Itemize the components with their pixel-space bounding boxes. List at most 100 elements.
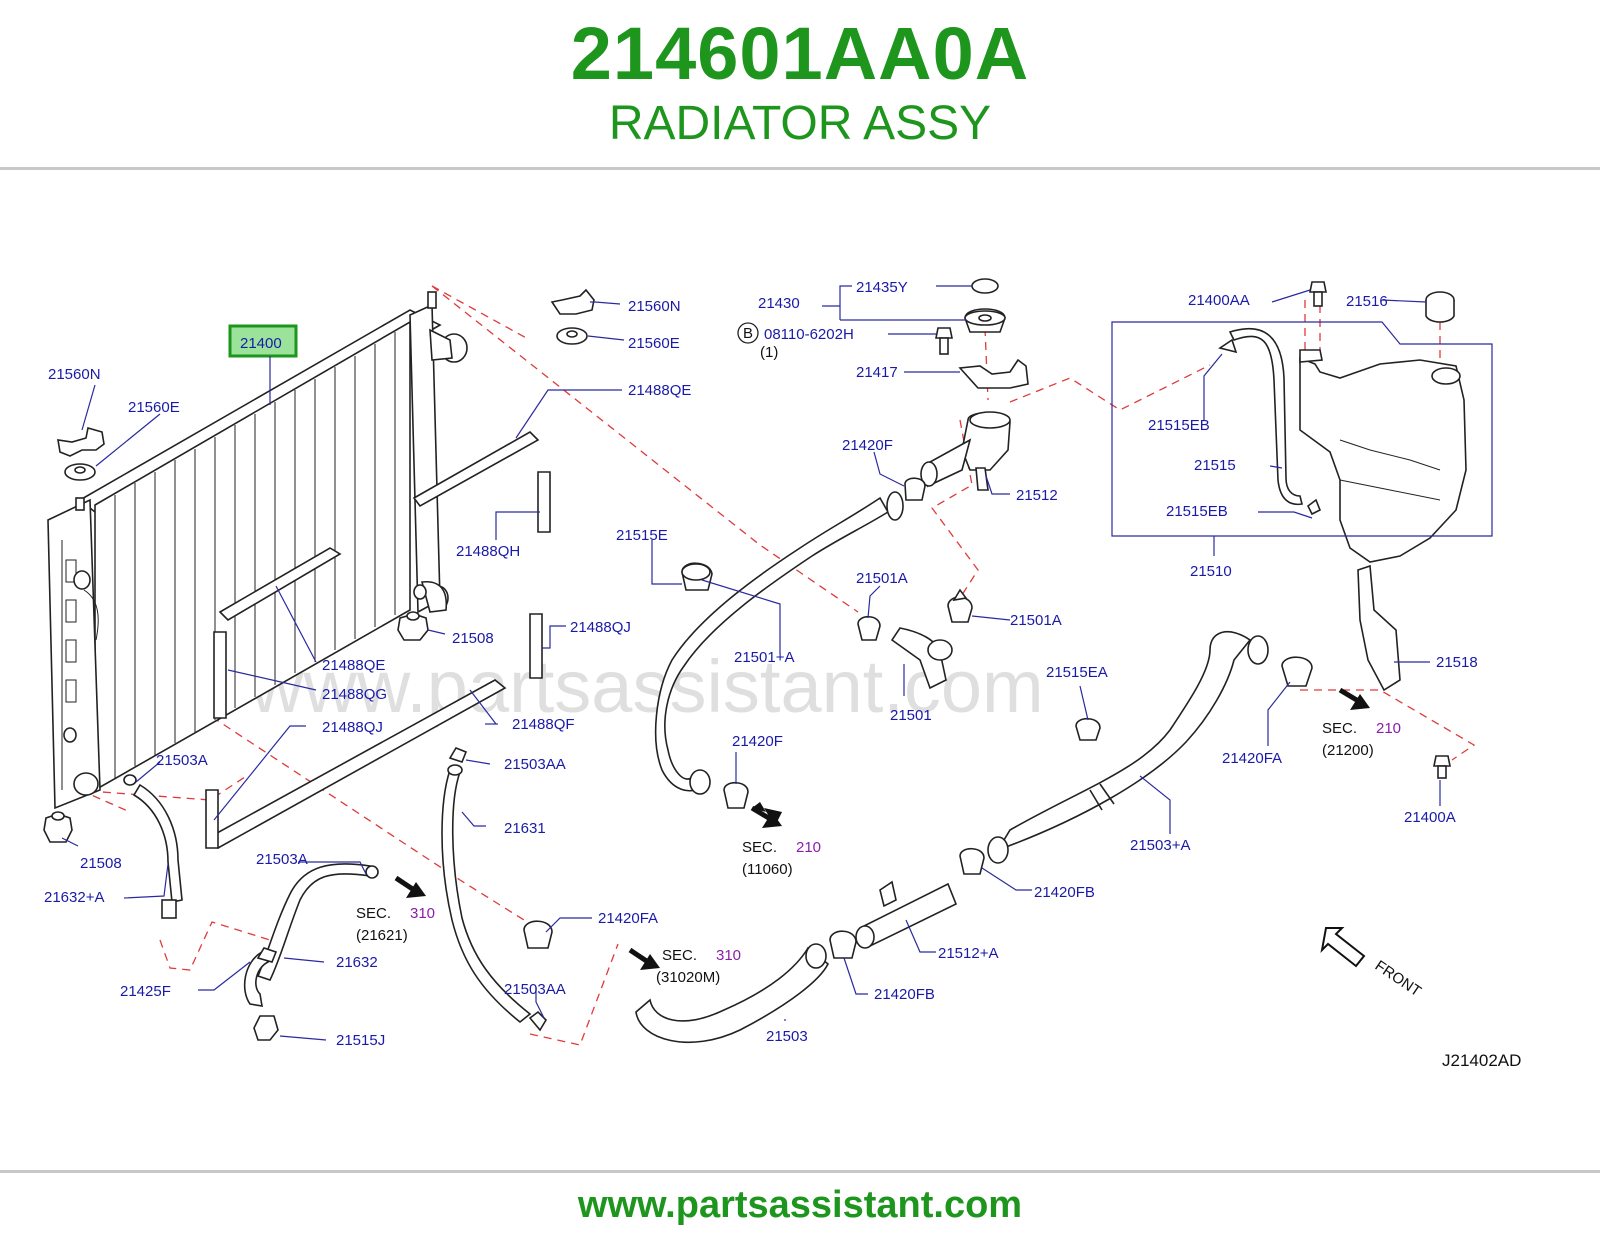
bracket-21518[interactable]	[1357, 564, 1401, 692]
hose-21632A[interactable]	[123, 774, 183, 919]
cap-21516[interactable]	[1425, 291, 1455, 323]
bracket-21560N-top[interactable]	[550, 288, 595, 315]
label-21488QE-mid[interactable]: 21488QE	[322, 657, 385, 674]
clamp-21420FB-2[interactable]	[829, 930, 857, 959]
label-21420FB-1[interactable]: 21420FB	[1034, 884, 1095, 901]
label-21488QH[interactable]: 21488QH	[456, 543, 520, 560]
section-ref-code: (21200)	[1322, 742, 1374, 759]
hose-21501A[interactable]	[654, 491, 904, 795]
label-21420FA-right[interactable]: 21420FA	[1222, 750, 1282, 767]
label-21516[interactable]: 21516	[1346, 293, 1388, 310]
label-21512A[interactable]: 21512+A	[938, 945, 998, 962]
label-21400A[interactable]: 21400A	[1404, 809, 1456, 826]
label-21420F-low[interactable]: 21420F	[732, 733, 783, 750]
label-21503A-big[interactable]: 21503+A	[1130, 837, 1190, 854]
part-labels: 21560N 21560E 21560N 21560E 21488QE 2148…	[44, 279, 1478, 1049]
label-21515J[interactable]: 21515J	[336, 1032, 385, 1049]
mount-21508-right[interactable]	[397, 611, 429, 641]
label-21632A[interactable]: 21632+A	[44, 889, 104, 906]
clip-21515EA[interactable]	[1075, 717, 1101, 741]
seal-strips[interactable]	[205, 431, 551, 849]
section-ref-21200[interactable]: SEC. 210 (21200)	[1322, 720, 1401, 759]
bolt-21400AA[interactable]	[1309, 281, 1327, 307]
bolt-08110-6202H[interactable]	[935, 327, 953, 355]
label-21560E-top[interactable]: 21560E	[628, 335, 680, 352]
hose-21631[interactable]	[441, 747, 548, 1032]
label-21503AA-1[interactable]: 21503AA	[504, 756, 566, 773]
overflow-hose-21515[interactable]	[1218, 327, 1322, 516]
label-21501A-2[interactable]: 21501A	[1010, 612, 1062, 629]
label-21501A-1[interactable]: 21501A	[856, 570, 908, 587]
label-21435Y[interactable]: 21435Y	[856, 279, 908, 296]
part-number-title: 214601AA0A	[570, 12, 1030, 95]
label-21518[interactable]: 21518	[1436, 654, 1478, 671]
label-21515EA[interactable]: 21515EA	[1046, 664, 1108, 681]
reservoir-tank-21515[interactable]	[1299, 349, 1467, 563]
clip-21515E[interactable]	[681, 562, 713, 591]
label-21488QE-top[interactable]: 21488QE	[628, 382, 691, 399]
clamp-21420F-low[interactable]	[723, 781, 749, 809]
label-21515EB-2[interactable]: 21515EB	[1166, 503, 1228, 520]
section-ref-number: 210	[1376, 720, 1401, 737]
label-21503A-1[interactable]: 21503A	[156, 752, 208, 769]
label-21560N-left[interactable]: 21560N	[48, 366, 101, 383]
clamp-21420F-top[interactable]	[904, 477, 926, 501]
label-21515E[interactable]: 21515E	[616, 527, 668, 544]
cap-21435Y[interactable]	[971, 278, 999, 294]
label-21512[interactable]: 21512	[1016, 487, 1058, 504]
radiator-core[interactable]	[47, 291, 468, 810]
cap-21430[interactable]	[964, 308, 1006, 333]
clamp-21420FB-1[interactable]	[959, 847, 985, 875]
label-21420FA-low[interactable]: 21420FA	[598, 910, 658, 927]
bracket-21560N-left[interactable]	[57, 426, 105, 457]
label-21425F[interactable]: 21425F	[120, 983, 171, 1000]
label-21515[interactable]: 21515	[1194, 457, 1236, 474]
label-21420FB-2[interactable]: 21420FB	[874, 986, 935, 1003]
label-21501A-plus[interactable]: 21501+A	[734, 649, 794, 666]
label-21488QG[interactable]: 21488QG	[322, 686, 387, 703]
section-ref-21621[interactable]: SEC. 310 (21621)	[356, 905, 435, 944]
label-21508-right[interactable]: 21508	[452, 630, 494, 647]
hose-21632[interactable]	[243, 863, 379, 1041]
label-bolt-08110-6202H[interactable]: 08110-6202H	[764, 326, 854, 343]
label-21560E-left[interactable]: 21560E	[128, 399, 180, 416]
clamps-21501A[interactable]	[857, 588, 973, 641]
label-21420F-top[interactable]: 21420F	[842, 437, 893, 454]
highlighted-part-21400[interactable]: 21400	[228, 324, 298, 405]
insulator-21560E-top[interactable]	[556, 327, 588, 345]
label-21488QF[interactable]: 21488QF	[512, 716, 575, 733]
clamp-21420FA-right[interactable]	[1281, 656, 1313, 687]
hose-21503A-big[interactable]	[987, 631, 1269, 864]
hose-21503[interactable]	[635, 943, 830, 1044]
filler-neck-21512[interactable]	[920, 411, 1011, 491]
mount-21508-left[interactable]	[43, 811, 73, 843]
insulator-21560E-left[interactable]	[64, 463, 96, 481]
label-21501[interactable]: 21501	[890, 707, 932, 724]
label-21503[interactable]: 21503	[766, 1028, 808, 1045]
label-21488QJ-left[interactable]: 21488QJ	[322, 719, 383, 736]
label-21430[interactable]: 21430	[758, 295, 800, 312]
label-21417[interactable]: 21417	[856, 364, 898, 381]
label-21632[interactable]: 21632	[336, 954, 378, 971]
label-21515EB-1[interactable]: 21515EB	[1148, 417, 1210, 434]
section-ref-31020M[interactable]: SEC. 310 (31020M)	[656, 947, 741, 986]
footer-website-link[interactable]: www.partsassistant.com	[577, 1184, 1023, 1226]
label-21631[interactable]: 21631	[504, 820, 546, 837]
label-21503A-2[interactable]: 21503A	[256, 851, 308, 868]
hose-21501[interactable]	[890, 627, 953, 690]
label-21503AA-2[interactable]: 21503AA	[504, 981, 566, 998]
pipe-21512A[interactable]	[855, 880, 958, 949]
label-21488QJ-right[interactable]: 21488QJ	[570, 619, 631, 636]
bolt-marker-letter: B	[743, 325, 753, 342]
section-ref-11060[interactable]: SEC. 210 (11060)	[742, 839, 821, 878]
label-21508-left[interactable]: 21508	[80, 855, 122, 872]
clamp-21420FA-low[interactable]	[523, 920, 553, 949]
label-21400AA[interactable]: 21400AA	[1188, 292, 1250, 309]
bolt-21400A[interactable]	[1433, 755, 1451, 779]
bracket-21417[interactable]	[958, 358, 1029, 389]
label-21510[interactable]: 21510	[1190, 563, 1232, 580]
label-21560N-top[interactable]: 21560N	[628, 298, 681, 315]
section-ref-label: SEC.	[356, 905, 391, 922]
part-name-subtitle: RADIATOR ASSY	[608, 97, 992, 150]
